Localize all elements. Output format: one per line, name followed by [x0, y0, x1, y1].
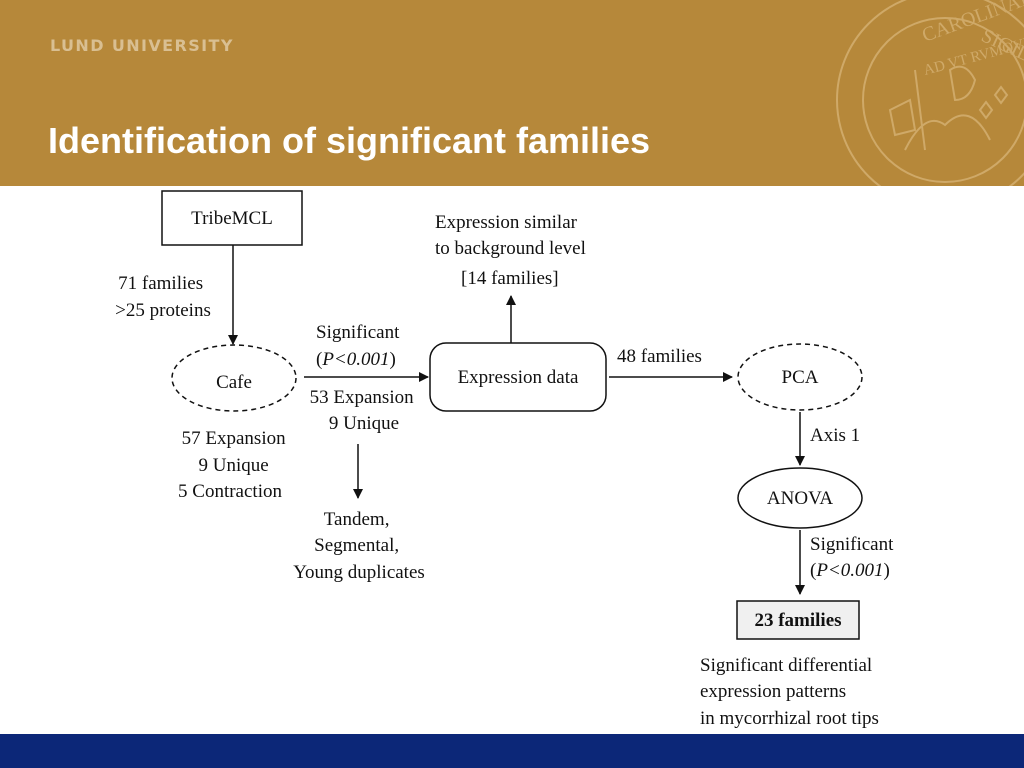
cafe-to-expression-p-label: (P<0.001): [316, 349, 396, 370]
expression-to-pca-label: 48 families: [617, 346, 702, 367]
node-expression-data: Expression data: [429, 342, 607, 412]
node-anova-label: ANOVA: [767, 488, 833, 509]
node-tribemcl: TribeMCL: [161, 190, 303, 246]
node-tribemcl-label: TribeMCL: [191, 208, 273, 229]
node-pca-label: PCA: [782, 367, 819, 388]
flow-diagram: TribeMCL Cafe Expression data PCA ANOVA …: [115, 190, 894, 729]
node-expression-label: Expression data: [458, 367, 579, 388]
tribe-to-cafe-label: 71 families >25 proteins: [115, 273, 211, 321]
anova-to-result-p-label: (P<0.001): [810, 560, 890, 581]
cafe-to-expression-top-label: Significant: [316, 322, 400, 343]
node-result-label: 23 families: [754, 610, 841, 631]
header-banner: LUND UNIVERSITY Identification of signif…: [0, 0, 1024, 186]
pca-to-anova-label: Axis 1: [810, 425, 860, 446]
node-pca: PCA: [737, 343, 863, 411]
cafe-to-expression-bottom-label: 53 Expansion 9 Unique: [310, 387, 419, 434]
duplicates-label: Tandem, Segmental, Young duplicates: [293, 509, 425, 583]
node-cafe: Cafe: [171, 344, 297, 412]
node-anova: ANOVA: [737, 467, 863, 529]
university-name: LUND UNIVERSITY: [50, 36, 234, 55]
anova-to-result-top-label: Significant: [810, 534, 894, 555]
university-seal-icon: CAROLINAE SIGILL AD VT RVMQVE: [836, 0, 1024, 186]
result-note-label: Significant differential expression patt…: [700, 655, 879, 729]
cafe-counts-label: 57 Expansion 9 Unique 5 Contraction: [178, 428, 290, 502]
footer-bar: [0, 734, 1024, 768]
page-title: Identification of significant families: [48, 120, 651, 161]
background-level-label: Expression similar to background level […: [435, 212, 591, 289]
node-result: 23 families: [736, 600, 860, 640]
node-cafe-label: Cafe: [216, 372, 252, 393]
